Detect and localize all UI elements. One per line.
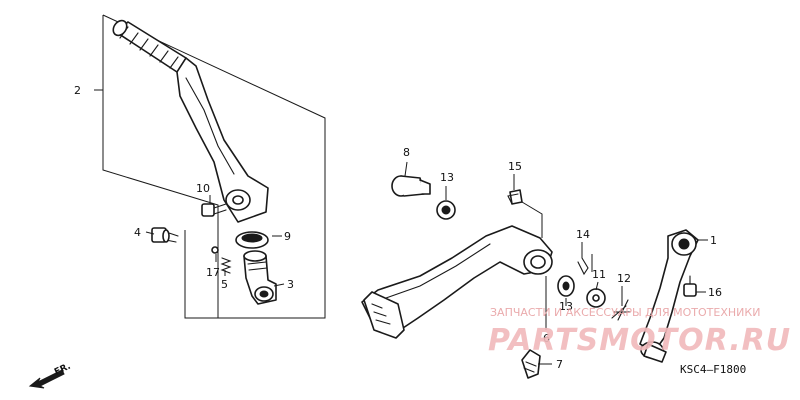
spring-5 xyxy=(220,257,232,274)
return-spring-7 xyxy=(521,349,541,379)
callout-13-lower: 13 xyxy=(559,300,573,313)
callout-12: 12 xyxy=(617,272,631,285)
steel-ball-17 xyxy=(211,246,219,254)
callout-9: 9 xyxy=(284,230,291,243)
brake-pedal-group-frame xyxy=(521,201,593,272)
callout-6: 6 xyxy=(543,332,550,345)
callout-10: 10 xyxy=(196,182,210,195)
bolt-4 xyxy=(151,227,179,243)
leader-lines xyxy=(94,89,708,365)
callout-7: 7 xyxy=(556,358,563,371)
front-direction-label: FR. xyxy=(53,362,72,378)
dust-seal-13-upper xyxy=(436,200,456,220)
callout-1: 1 xyxy=(710,234,717,247)
watermark: ЗАПЧАСТИ И АКСЕССУАРЫ ДЛЯ МОТОТЕХНИКИ PA… xyxy=(488,306,791,358)
diagram-code: KSC4–F1800 xyxy=(680,363,746,376)
pivot-bolt-8 xyxy=(391,175,431,197)
bolt-15 xyxy=(507,189,523,205)
kick-starter-arm xyxy=(112,19,269,223)
callout-5: 5 xyxy=(221,278,228,291)
callout-3: 3 xyxy=(287,278,294,291)
callout-15: 15 xyxy=(508,160,522,173)
watermark-logo: PARTSMOTOR.RU xyxy=(488,323,791,358)
clip-12 xyxy=(611,299,631,321)
cotter-pin-14 xyxy=(577,257,589,276)
oil-seal-9 xyxy=(235,231,269,249)
kick-starter-group-frame xyxy=(102,14,326,319)
callout-16: 16 xyxy=(708,286,722,299)
bolt-10 xyxy=(201,203,227,217)
front-direction-arrow: FR. xyxy=(28,362,72,389)
callout-4: 4 xyxy=(134,226,141,239)
gearshift-pedal-1 xyxy=(639,229,699,363)
callout-2: 2 xyxy=(74,84,81,97)
bolt-16 xyxy=(683,275,697,297)
callout-labels: 2 4 10 9 17 5 3 8 13 15 14 11 12 13 6 7 … xyxy=(74,84,722,371)
callout-17: 17 xyxy=(206,266,220,279)
watermark-tagline: ЗАПЧАСТИ И АКСЕССУАРЫ ДЛЯ МОТОТЕХНИКИ xyxy=(490,306,760,319)
washer-11 xyxy=(586,288,606,308)
brake-pedal-6 xyxy=(361,225,553,339)
callout-8: 8 xyxy=(403,146,410,159)
callout-11: 11 xyxy=(592,268,606,281)
dust-seal-13-lower xyxy=(557,275,575,297)
callout-13-upper: 13 xyxy=(440,171,454,184)
callout-14: 14 xyxy=(576,228,590,241)
kick-spindle-3 xyxy=(243,250,277,305)
